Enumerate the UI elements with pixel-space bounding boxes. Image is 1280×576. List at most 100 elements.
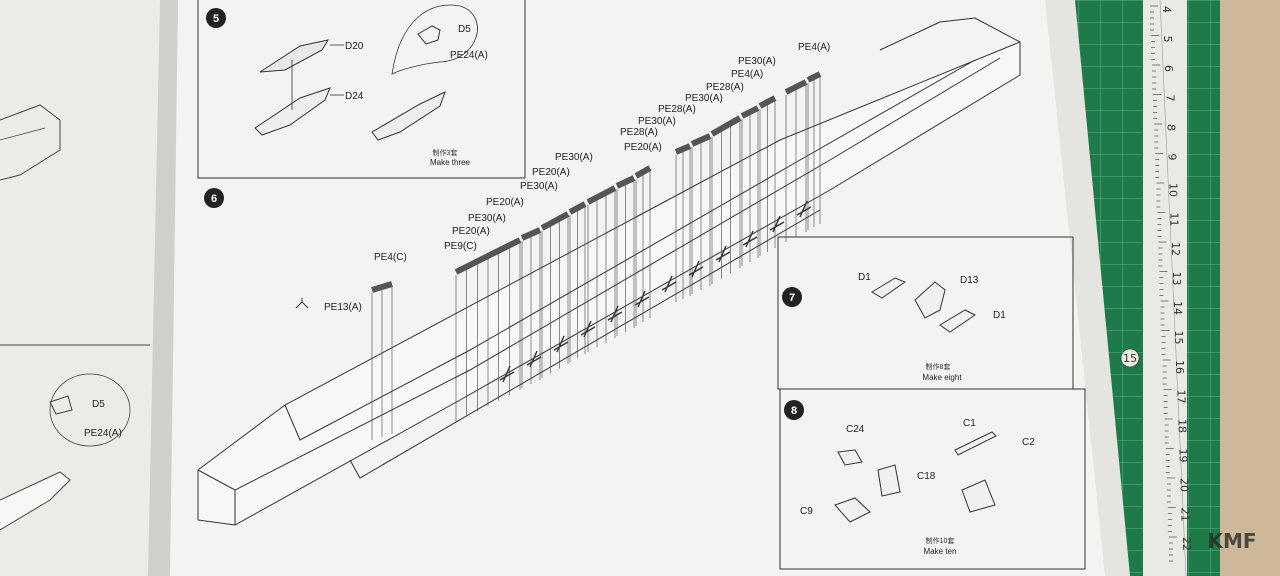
ruler-number: 19	[1177, 449, 1190, 463]
ruler-circled-number: 15	[1123, 352, 1137, 365]
ruler-number: 22	[1180, 537, 1193, 551]
ruler-number: 11	[1168, 213, 1181, 227]
photo-etch-strip	[674, 143, 692, 155]
step7-number: 7	[789, 292, 795, 304]
ruler-number: 13	[1170, 272, 1183, 286]
ruler-number: 9	[1166, 154, 1179, 161]
support-frame	[580, 320, 596, 338]
step6-label: PE20(A)	[452, 226, 490, 237]
step6-label: PE30(A)	[468, 213, 506, 224]
photo-etch-strip	[540, 211, 570, 231]
step8-label-c9: C9	[800, 506, 813, 517]
step6-label: PE13(A)	[324, 302, 362, 313]
support-frame	[499, 365, 515, 383]
step6-label: PE4(A)	[731, 69, 763, 80]
photo-etch-strip	[710, 115, 742, 137]
step7-badge	[782, 287, 802, 307]
hull-drawing	[197, 17, 1021, 526]
step8-panel	[779, 388, 1086, 570]
support-frame	[553, 335, 569, 353]
photo-etch-strip	[454, 237, 522, 275]
step5-label-d20: D20	[345, 41, 364, 52]
step5-number: 5	[213, 13, 219, 25]
ruler-number: 18	[1175, 419, 1188, 433]
step6-number: 6	[211, 193, 217, 205]
photo-etch-parts	[371, 71, 822, 440]
ruler-number: 20	[1178, 478, 1191, 492]
step5-panel	[197, 0, 526, 179]
step5-label-d5: D5	[458, 24, 471, 35]
support-frame	[715, 245, 731, 263]
step5-note-cn: 制作3套	[433, 148, 458, 157]
step5-label-pe24: PE24(A)	[450, 50, 488, 61]
step6-badge	[204, 188, 224, 208]
ruler-number: 17	[1174, 390, 1187, 404]
support-frame	[634, 290, 650, 308]
step6-label: PE28(A)	[620, 127, 658, 138]
step6-label: PE20(A)	[532, 167, 570, 178]
support-frame	[607, 305, 623, 323]
ruler-number: 8	[1164, 124, 1177, 131]
photo-etch-strip	[615, 175, 636, 189]
step7-label-d1-bottom: D1	[993, 310, 1006, 321]
step7-note-cn: 制作8套	[926, 362, 951, 371]
step6-label: PE30(A)	[638, 116, 676, 127]
step5-badge	[206, 8, 226, 28]
photo-etch-strip	[758, 95, 777, 109]
step5-label-d24: D24	[345, 91, 364, 102]
support-frame	[769, 215, 785, 233]
step8-label-c24: C24	[846, 424, 865, 435]
step8-label-c18: C18	[917, 471, 936, 482]
step7-label-d13: D13	[960, 275, 979, 286]
photo-etch-strip	[371, 281, 393, 293]
photo-etch-strip	[740, 105, 760, 119]
step6-label: PE30(A)	[555, 152, 593, 163]
ruler	[1143, 0, 1187, 576]
step6-label: PE20(A)	[486, 197, 524, 208]
left-label-pe24: PE24(A)	[84, 428, 122, 439]
support-frame	[796, 200, 812, 218]
ruler-circle-mark	[1120, 348, 1140, 368]
ruler-number: 12	[1169, 242, 1182, 256]
photo-etch-strip	[690, 133, 712, 147]
ruler-number: 21	[1179, 508, 1192, 522]
step8-note-cn: 制作10套	[926, 536, 955, 545]
step6-label: PE30(A)	[685, 93, 723, 104]
photo-etch-strip	[784, 79, 808, 95]
ruler-number: 10	[1167, 183, 1180, 197]
step6-label: PE20(A)	[624, 142, 662, 153]
step7-note-en: Make eight	[922, 373, 962, 382]
ruler-number: 14	[1171, 301, 1184, 315]
left-label-d5: D5	[92, 399, 105, 410]
step6-label: PE28(A)	[706, 82, 744, 93]
ruler-number: 5	[1161, 36, 1174, 43]
photo-etch-strip	[634, 165, 652, 179]
step6-label: PE30(A)	[738, 56, 776, 67]
support-frame	[661, 275, 677, 293]
step6-label: PE4(C)	[374, 252, 407, 263]
step6-label: PE4(A)	[798, 42, 830, 53]
photo-etch-strip	[520, 227, 542, 241]
step6-label: PE9(C)	[444, 241, 477, 252]
step6-label: PE30(A)	[520, 181, 558, 192]
step6-label: PE28(A)	[658, 104, 696, 115]
photo-etch-strip	[568, 201, 587, 215]
step8-note-en: Make ten	[924, 547, 957, 556]
ruler-number: 6	[1162, 65, 1175, 72]
ruler-number: 7	[1163, 95, 1176, 102]
step8-badge	[784, 400, 804, 420]
watermark-logo: KMF	[1207, 529, 1256, 553]
photo-etch-strip	[586, 185, 617, 205]
ruler-number: 4	[1160, 6, 1173, 13]
step7-label-d1-top: D1	[858, 272, 871, 283]
step8-number: 8	[791, 405, 797, 417]
support-frame	[742, 230, 758, 248]
photo-etch-strip	[806, 71, 822, 83]
step5-note-en: Make three	[430, 158, 471, 167]
left-page	[0, 0, 165, 576]
support-frame	[688, 260, 704, 278]
support-frame	[526, 350, 542, 368]
ruler-number: 15	[1172, 331, 1185, 345]
step8-label-c1: C1	[963, 418, 976, 429]
